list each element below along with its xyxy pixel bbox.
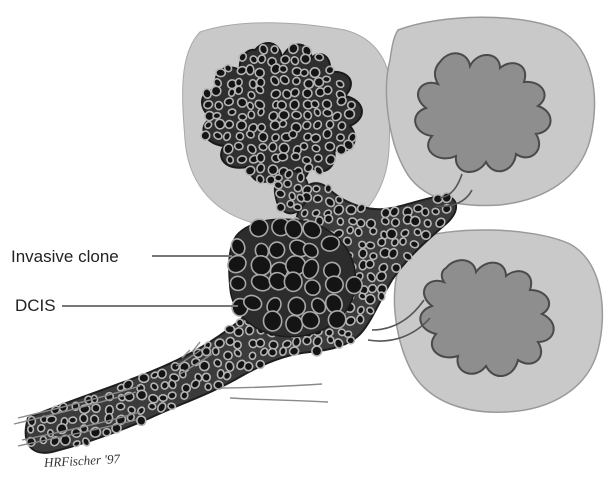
tumor-cell bbox=[278, 153, 288, 161]
tumor-cell bbox=[324, 214, 333, 223]
tumor-cell bbox=[268, 142, 277, 152]
tumor-cell bbox=[279, 143, 290, 154]
tumor-cell bbox=[354, 227, 362, 236]
tumor-cell bbox=[205, 383, 212, 391]
tumor-cell bbox=[370, 253, 377, 260]
tumor-cell bbox=[291, 153, 300, 161]
tumor-cell bbox=[304, 79, 314, 89]
tumor-cell bbox=[249, 352, 257, 360]
tumor-cell bbox=[365, 294, 375, 304]
tumor-cell bbox=[27, 426, 34, 434]
tumor-cell bbox=[216, 69, 226, 77]
invasive-clone-label: Invasive clone bbox=[11, 248, 119, 265]
tumor-cell bbox=[356, 315, 364, 324]
tumor-cell bbox=[167, 403, 176, 411]
tumor-cell bbox=[421, 230, 430, 239]
tumor-cell bbox=[263, 311, 282, 332]
tumor-cell bbox=[225, 325, 234, 333]
tumor-cell bbox=[234, 142, 243, 150]
tumor-cell bbox=[313, 186, 320, 192]
tumor-cell bbox=[280, 55, 290, 64]
tumor-cell bbox=[313, 195, 322, 203]
tumor-cell bbox=[325, 185, 331, 193]
tumor-cell bbox=[378, 292, 385, 301]
tumor-cell bbox=[314, 154, 322, 162]
tumor-cell bbox=[337, 134, 345, 141]
tumor-cell bbox=[358, 248, 367, 258]
tumor-cell bbox=[421, 208, 429, 217]
tumor-cell bbox=[344, 109, 354, 119]
tumor-cell bbox=[148, 403, 156, 410]
tumor-cell bbox=[347, 337, 354, 344]
lobule-top-right bbox=[386, 17, 594, 205]
tumor-cell bbox=[348, 101, 355, 108]
tumor-cell bbox=[337, 218, 344, 226]
tumor-cell bbox=[255, 68, 265, 77]
lobule-bottom-right bbox=[394, 230, 602, 412]
tumor-cell bbox=[246, 65, 254, 75]
tumor-cell bbox=[325, 328, 334, 336]
tumor-cell bbox=[275, 175, 283, 181]
tumor-cell bbox=[214, 101, 223, 110]
tumor-cell bbox=[202, 373, 210, 381]
tumor-cell bbox=[256, 153, 265, 163]
tumor-cell bbox=[278, 110, 289, 121]
tumor-cell bbox=[309, 67, 320, 78]
tumor-cell bbox=[311, 133, 321, 143]
tumor-cell bbox=[323, 76, 331, 82]
tumor-cell bbox=[137, 390, 147, 400]
tumor-cell bbox=[259, 132, 268, 142]
tumor-cell bbox=[245, 325, 254, 335]
tumor-cell bbox=[79, 414, 88, 424]
tumor-cell bbox=[228, 108, 236, 115]
tumor-cell bbox=[159, 395, 167, 402]
dcis-label: DCIS bbox=[15, 297, 56, 314]
tumor-cell bbox=[366, 242, 375, 249]
tumor-cell bbox=[346, 205, 356, 214]
tumor-cell bbox=[69, 417, 77, 424]
tumor-cell bbox=[271, 46, 279, 54]
tumor-cell bbox=[139, 374, 149, 383]
tumor-cell bbox=[337, 121, 346, 130]
tumor-cell bbox=[117, 403, 125, 410]
tumor-cell bbox=[276, 203, 285, 212]
tumor-cell bbox=[212, 347, 220, 356]
tumor-cell bbox=[326, 120, 334, 129]
tumor-cell bbox=[248, 111, 255, 119]
tumor-cell bbox=[325, 142, 334, 151]
tumor-cell bbox=[284, 272, 303, 292]
tumor-cell bbox=[323, 109, 333, 117]
tumor-cell bbox=[294, 184, 302, 191]
tumor-cell bbox=[297, 173, 304, 182]
tumor-cell bbox=[235, 78, 243, 87]
tumor-cell bbox=[238, 113, 247, 120]
tumor-cell bbox=[213, 112, 221, 119]
tumor-cell bbox=[293, 204, 302, 211]
tumor-cell bbox=[234, 86, 242, 95]
tumor-cell bbox=[268, 348, 277, 357]
tumor-cell bbox=[346, 226, 354, 234]
tumor-cell bbox=[391, 218, 400, 227]
tumor-cell bbox=[279, 65, 288, 73]
